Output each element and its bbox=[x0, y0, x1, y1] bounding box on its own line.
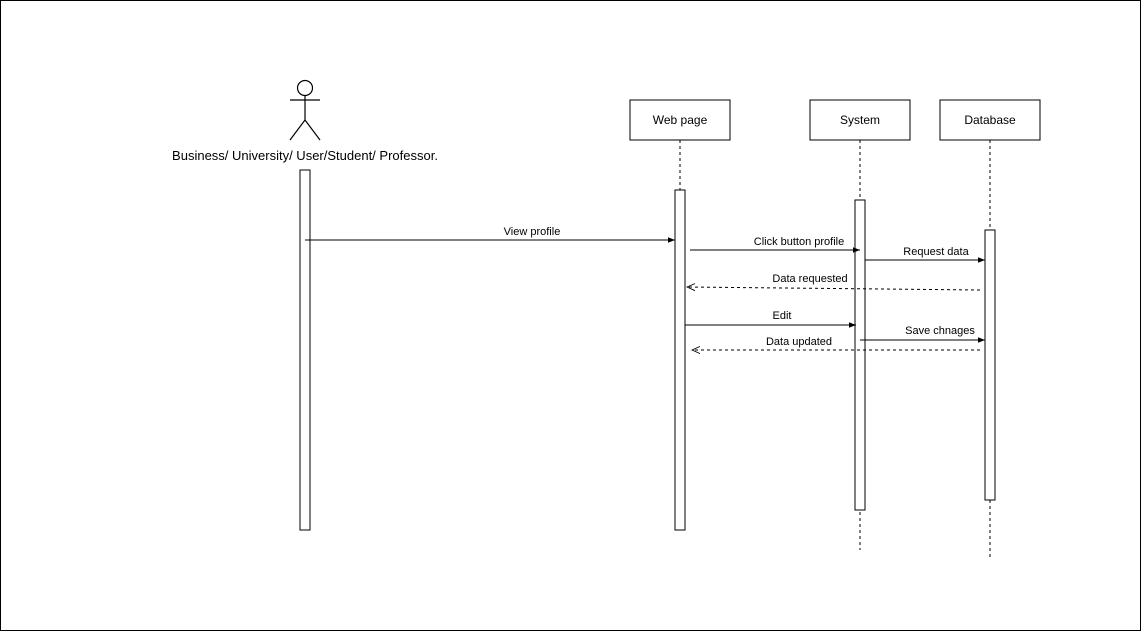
activation-bar-database[interactable] bbox=[984, 229, 996, 501]
participant-system[interactable]: System bbox=[809, 99, 911, 141]
message-click-button-profile[interactable]: Click button profile bbox=[690, 236, 860, 253]
participant-database[interactable]: Database bbox=[939, 99, 1041, 141]
message-label: View profile bbox=[504, 226, 561, 238]
message-edit[interactable]: Edit bbox=[685, 310, 856, 328]
participant-system-label: System bbox=[840, 113, 880, 127]
message-label: Data requested bbox=[772, 273, 847, 285]
message-data-requested[interactable]: Data requested bbox=[687, 273, 981, 290]
message-save-changes[interactable]: Save chnages bbox=[860, 325, 985, 343]
participant-database-label: Database bbox=[964, 113, 1016, 127]
activation-bar-system[interactable] bbox=[854, 199, 866, 511]
activation-bar-actor[interactable] bbox=[299, 169, 311, 531]
participant-webpage[interactable]: Web page bbox=[629, 99, 731, 141]
message-label: Save chnages bbox=[905, 325, 975, 337]
message-data-updated[interactable]: Data updated bbox=[692, 336, 980, 350]
message-view-profile[interactable]: View profile bbox=[305, 226, 675, 243]
message-label: Click button profile bbox=[754, 236, 845, 248]
message-label: Data updated bbox=[766, 336, 832, 348]
actor-label: Business/ University/ User/Student/ Prof… bbox=[172, 148, 438, 163]
message-label: Edit bbox=[773, 310, 792, 322]
actor-icon[interactable] bbox=[289, 79, 321, 141]
message-label: Request data bbox=[903, 246, 969, 258]
activation-bar-webpage[interactable] bbox=[674, 189, 686, 531]
message-request-data[interactable]: Request data bbox=[865, 246, 985, 263]
participant-webpage-label: Web page bbox=[653, 113, 708, 127]
